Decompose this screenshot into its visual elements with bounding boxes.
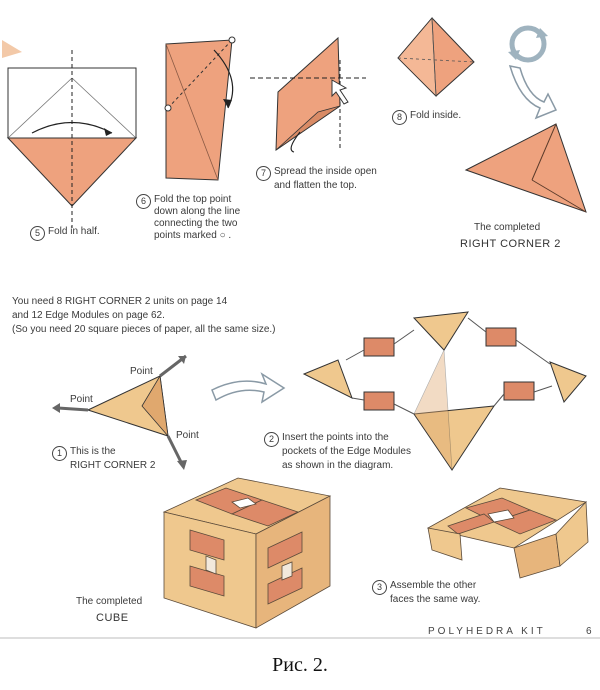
step8-text: Fold inside. bbox=[410, 110, 462, 121]
step6-line4: points marked ○ . bbox=[154, 230, 232, 241]
step6-number: 6 bbox=[136, 194, 151, 209]
completed-corner-line1: The completed bbox=[474, 222, 541, 233]
rotate-icon bbox=[508, 25, 548, 63]
step7-number: 7 bbox=[256, 166, 271, 181]
ring-assembly-diagram bbox=[302, 311, 587, 472]
assembly-step2-line3: as shown in the diagram. bbox=[282, 460, 394, 471]
step5-text: Fold in half. bbox=[48, 226, 100, 237]
step6-line2: down along the line bbox=[154, 206, 241, 217]
kit-footer: POLYHEDRA KIT bbox=[428, 626, 546, 637]
point-label-top: Point bbox=[130, 366, 153, 377]
assembly-step1-number: 1 bbox=[52, 446, 67, 461]
assembly-step3-number: 3 bbox=[372, 580, 387, 595]
figure-caption: Рис. 2. bbox=[272, 654, 328, 676]
point-label-left: Point bbox=[70, 394, 93, 405]
step8-number: 8 bbox=[392, 110, 407, 125]
completed-cube-line1: The completed bbox=[76, 596, 143, 607]
intro-line2: and 12 Edge Modules on page 62. bbox=[12, 310, 165, 321]
outline-right-arrow-icon bbox=[211, 372, 286, 404]
assembly-step2-line1: Insert the points into the bbox=[282, 432, 389, 443]
corner-unit-diagram bbox=[52, 354, 187, 470]
step5-number: 5 bbox=[30, 226, 45, 241]
assembly-step1-line1: This is the bbox=[70, 446, 116, 457]
face-assembly-diagram bbox=[426, 487, 589, 579]
step6-diagram bbox=[164, 36, 236, 181]
curved-arrow-icon bbox=[508, 65, 558, 120]
page-number: 6 bbox=[586, 626, 592, 637]
completed-cube-line2: CUBE bbox=[96, 612, 129, 624]
step8-diagram bbox=[397, 16, 475, 98]
completed-corner-diagram bbox=[464, 123, 587, 213]
assembly-step2-line2: pockets of the Edge Modules bbox=[282, 446, 411, 457]
intro-line1: You need 8 RIGHT CORNER 2 units on page … bbox=[12, 296, 228, 307]
point-label-bottom: Point bbox=[176, 430, 199, 441]
assembly-step2-number: 2 bbox=[264, 432, 279, 447]
assembly-step1-line2: RIGHT CORNER 2 bbox=[70, 460, 156, 471]
step5-diagram bbox=[6, 50, 138, 228]
step7-line2: and flatten the top. bbox=[274, 180, 357, 191]
step6-line3: connecting the two bbox=[154, 218, 238, 229]
cube-diagram bbox=[162, 477, 332, 629]
corner-fragment bbox=[2, 40, 22, 58]
step7-diagram bbox=[250, 36, 366, 153]
completed-corner-line2: RIGHT CORNER 2 bbox=[460, 238, 561, 250]
assembly-step3-line2: faces the same way. bbox=[390, 594, 481, 605]
assembly-step3-line1: Assemble the other bbox=[390, 580, 477, 591]
step7-line1: Spread the inside open bbox=[274, 166, 377, 177]
step6-line1: Fold the top point bbox=[154, 194, 232, 205]
intro-line3: (So you need 20 square pieces of paper, … bbox=[12, 324, 276, 335]
